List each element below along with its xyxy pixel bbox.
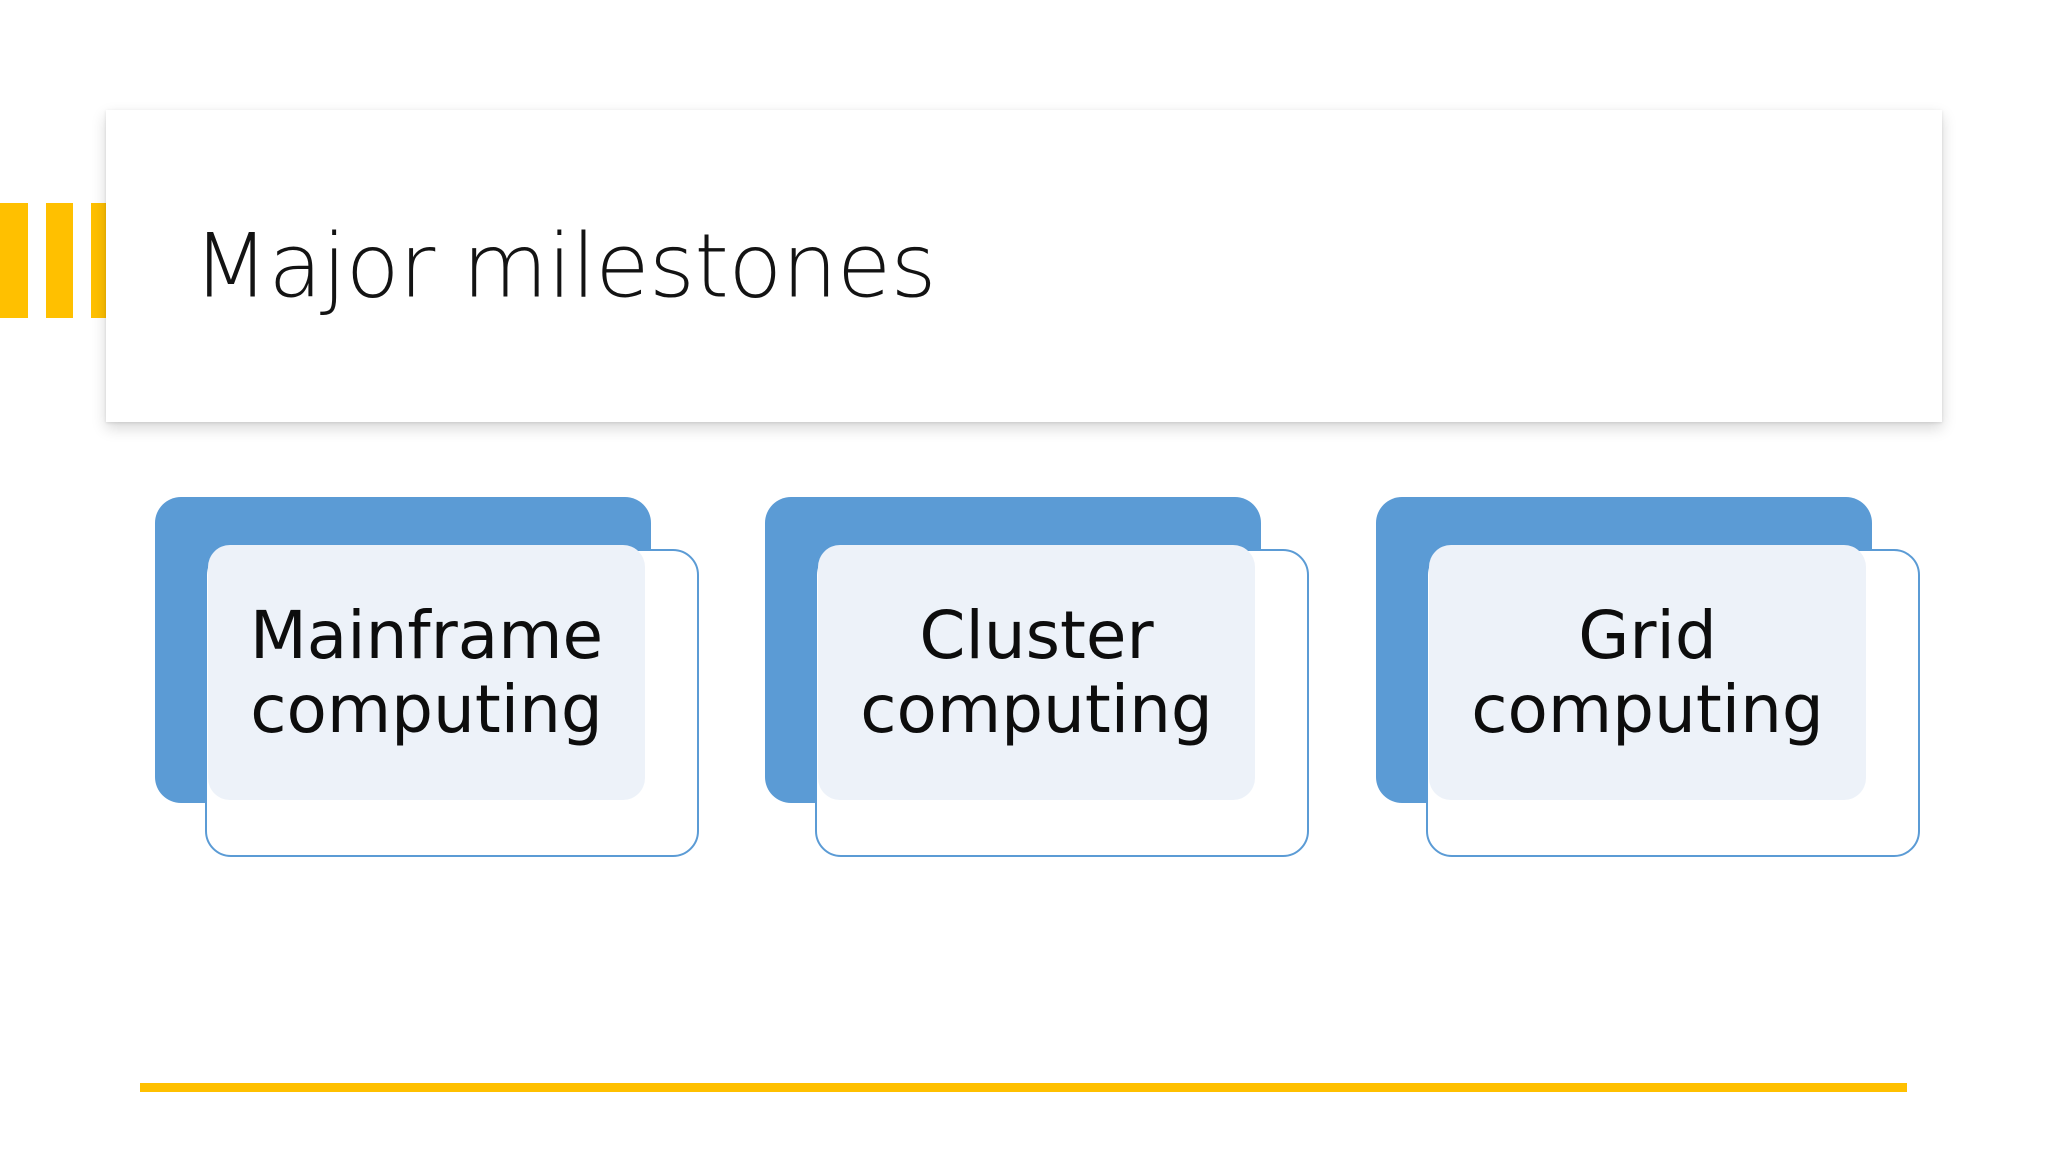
milestone-label: Cluster computing: [860, 596, 1213, 748]
card-textbox: Mainframe computing: [208, 545, 645, 800]
accent-bar-1-icon: [0, 203, 28, 318]
card-textbox: Grid computing: [1429, 545, 1866, 800]
accent-bar-3-icon: [91, 203, 110, 318]
milestone-label: Mainframe computing: [249, 596, 604, 748]
card-textbox: Cluster computing: [818, 545, 1255, 800]
milestone-label: Grid computing: [1471, 596, 1824, 748]
title-card[interactable]: Major milestones: [106, 110, 1942, 422]
page-title: Major milestones: [193, 214, 937, 318]
accent-bars-decoration: [0, 203, 110, 318]
milestone-card-3[interactable]: Grid computing: [1376, 497, 1921, 867]
milestone-card-1[interactable]: Mainframe computing: [155, 497, 700, 867]
accent-bar-2-icon: [45, 203, 74, 318]
bottom-accent-rule: [140, 1083, 1907, 1092]
milestone-card-2[interactable]: Cluster computing: [765, 497, 1310, 867]
